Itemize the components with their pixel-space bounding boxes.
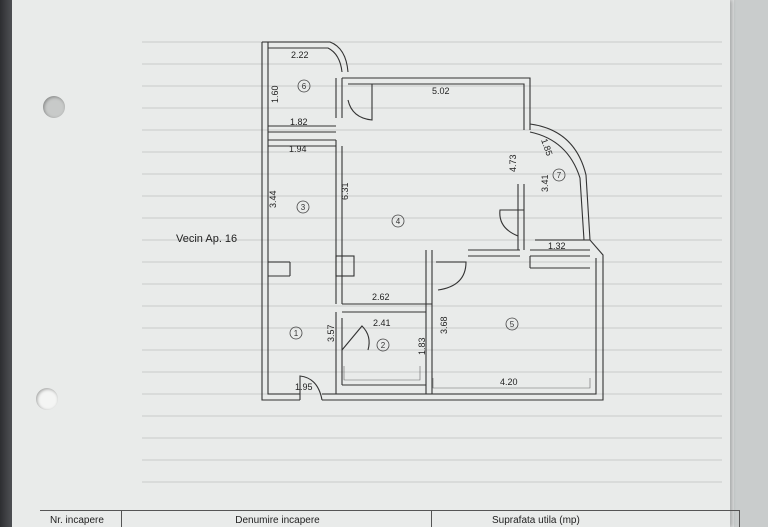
dim-6-31: 6.31 [340, 182, 350, 200]
dim-3-57: 3.57 [326, 324, 336, 342]
door-room7 [499, 209, 524, 237]
table-header-room-number: Nr. incapere [40, 511, 122, 527]
door-room4 [347, 84, 373, 121]
neighbor-apartment-label: Vecin Ap. 16 [176, 233, 238, 245]
wall-north-inner [348, 83, 525, 130]
dim-1-60: 1.60 [270, 85, 280, 103]
dim-1-83: 1.83 [417, 337, 427, 355]
wall-room7-curve-inner [529, 131, 585, 241]
wall-north [342, 77, 531, 130]
room-6-number: 6 [302, 82, 307, 91]
dim-2-41: 2.41 [373, 318, 391, 328]
dim-1-94: 1.94 [289, 144, 307, 154]
punch-hole-top [43, 96, 65, 118]
door-entrance [299, 375, 323, 401]
wall-south-east [322, 239, 604, 401]
wall-room7-curve [529, 123, 591, 241]
table-header-usable-area: Suprafata utila (mp) [432, 511, 740, 527]
binder-edge [0, 0, 14, 527]
dim-1-82: 1.82 [290, 117, 308, 127]
wall-room6-top [262, 41, 349, 73]
room-1-number: 1 [294, 329, 299, 338]
underlying-sheet-edge [734, 0, 768, 527]
door-room5 [436, 261, 467, 291]
dim-3-44: 3.44 [268, 190, 278, 208]
wall-west [261, 42, 300, 401]
room-2-number: 2 [381, 341, 386, 350]
punch-hole-bottom [36, 388, 58, 410]
dim-4-73: 4.73 [508, 154, 518, 172]
dim-4-20: 4.20 [500, 377, 518, 387]
wall-west-inner [267, 42, 300, 395]
door-room2 [341, 325, 370, 351]
dim-1-95: 1.95 [295, 382, 313, 392]
paper-sheet [12, 0, 730, 527]
wall-south-inner [322, 258, 597, 395]
room-7-number: 7 [557, 171, 562, 180]
rooms-table-header: Nr. incapere Denumire incapere Suprafata… [40, 510, 740, 527]
wall-room6-top-inner [268, 47, 343, 73]
dim-2-22: 2.22 [291, 50, 309, 60]
room-5-number: 5 [510, 320, 515, 329]
table-header-room-name: Denumire incapere [122, 511, 432, 527]
room-4-number: 4 [396, 217, 401, 226]
dim-1-32: 1.32 [548, 241, 566, 251]
dim-3-68: 3.68 [439, 316, 449, 334]
dim-3-41: 3.41 [540, 174, 550, 192]
room-3-number: 3 [301, 203, 306, 212]
dim-2-62: 2.62 [372, 292, 390, 302]
dim-5-02: 5.02 [432, 86, 450, 96]
